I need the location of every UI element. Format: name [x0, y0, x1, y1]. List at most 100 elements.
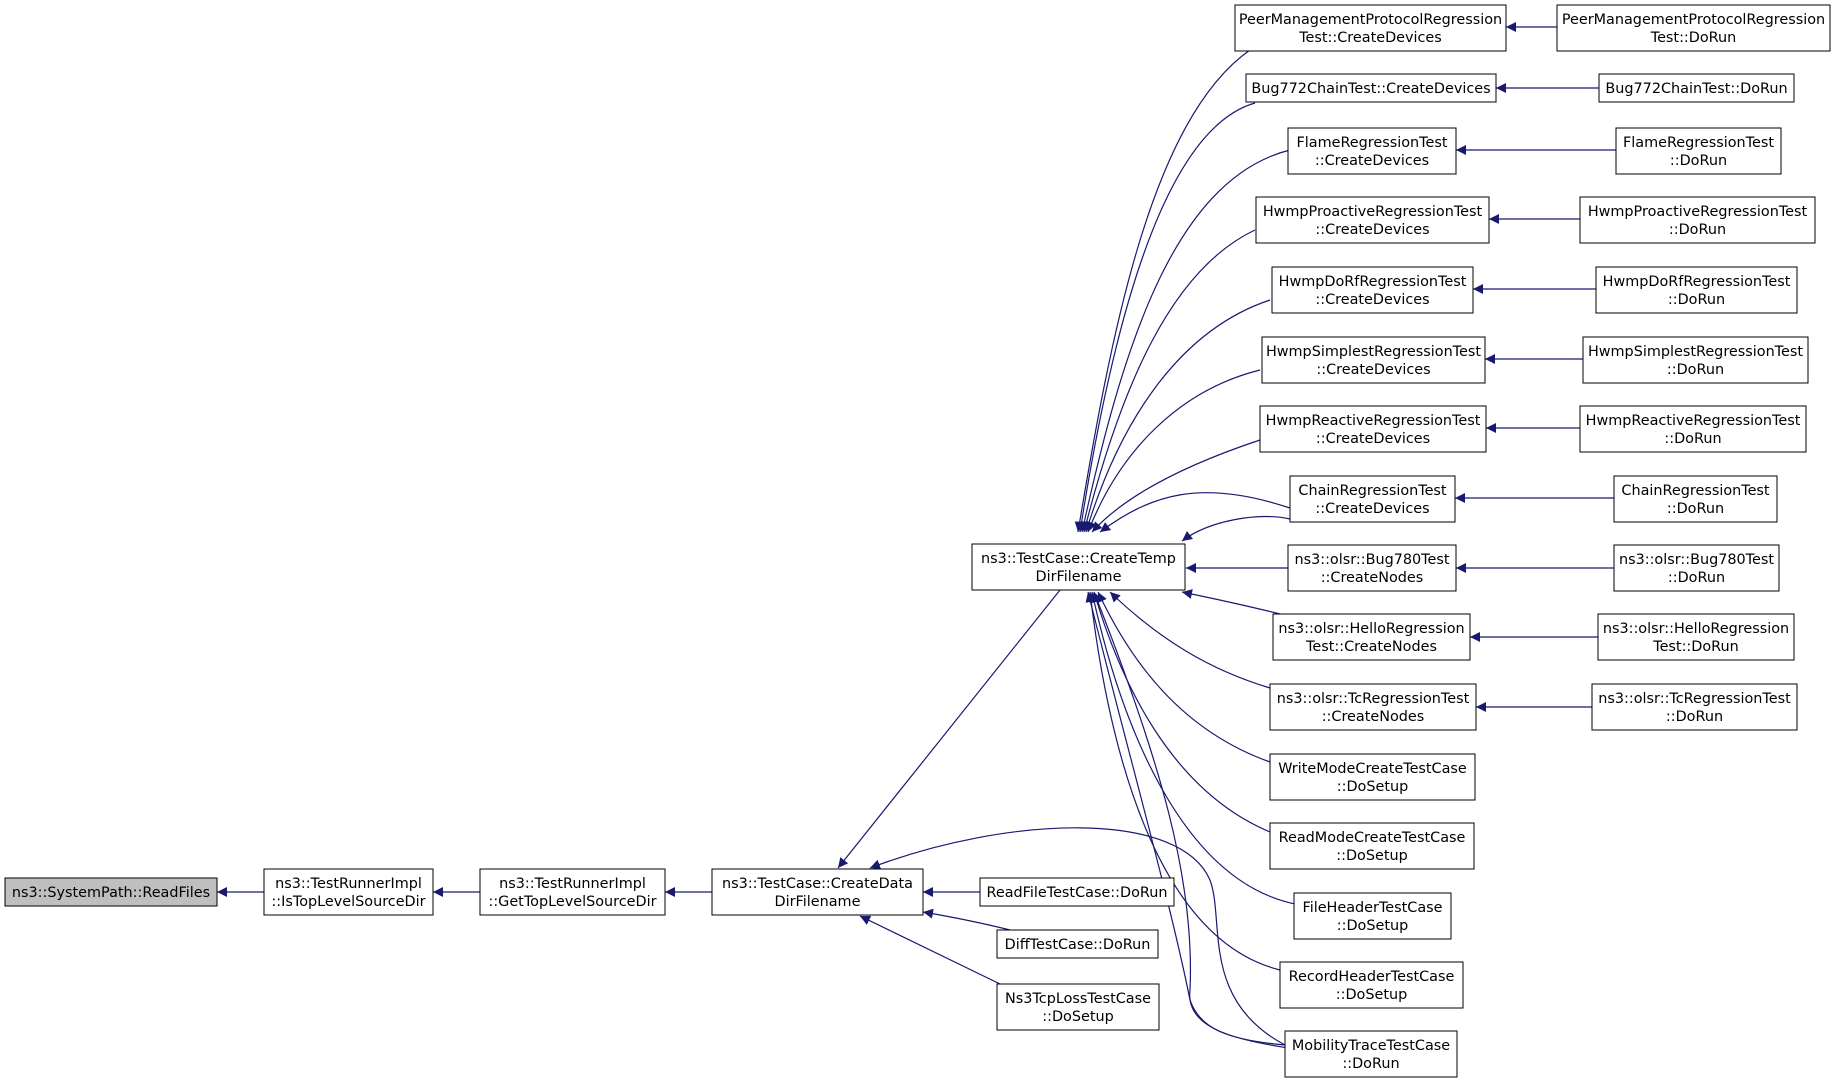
edge-readmode-to-createtemp [1092, 591, 1271, 833]
node-dorf-run[interactable]: HwmpDoRfRegressionTest ::DoRun [1595, 266, 1798, 314]
node-peer-cd[interactable]: PeerManagementProtocolRegression Test::C… [1234, 4, 1507, 52]
node-label-line1: HwmpSimplestRegressionTest [1266, 344, 1481, 360]
node-createtemp[interactable]: ns3::TestCase::CreateTemp DirFilename [971, 543, 1186, 591]
node-writemode[interactable]: WriteModeCreateTestCase ::DoSetup [1269, 753, 1476, 801]
node-simplest-cd[interactable]: HwmpSimplestRegressionTest ::CreateDevic… [1261, 336, 1486, 384]
node-reactive-cd[interactable]: HwmpReactiveRegressionTest ::CreateDevic… [1259, 405, 1487, 453]
node-dorf-cd[interactable]: HwmpDoRfRegressionTest ::CreateDevices [1271, 266, 1474, 314]
node-label-line2: ::CreateNodes [1322, 709, 1425, 725]
node-hello-cn[interactable]: ns3::olsr::HelloRegression Test::CreateN… [1272, 613, 1471, 661]
node-label-line2: ::CreateDevices [1315, 222, 1429, 238]
edge-dorf-cd-to-createtemp [1084, 299, 1271, 533]
node-label-line1: PeerManagementProtocolRegression [1562, 12, 1825, 28]
node-reactive-run[interactable]: HwmpReactiveRegressionTest ::DoRun [1579, 405, 1807, 453]
node-label-line1: PeerManagementProtocolRegression [1239, 12, 1502, 28]
node-proactive-cd[interactable]: HwmpProactiveRegressionTest ::CreateDevi… [1255, 196, 1490, 244]
node-label-line2: ::GetTopLevelSourceDir [488, 894, 656, 910]
edges [217, 22, 1616, 1049]
edge-chain-cd-to-createtemp [1099, 492, 1291, 533]
node-label-line2: ::DoRun [1668, 292, 1725, 308]
node-label-line2: Test::DoRun [1650, 30, 1737, 46]
node-label: ns3::SystemPath::ReadFiles [12, 885, 210, 901]
node-label-line1: HwmpReactiveRegressionTest [1266, 413, 1481, 429]
edge-peer-cd-to-createtemp [1074, 49, 1251, 533]
node-chain-run[interactable]: ChainRegressionTest ::DoRun [1613, 475, 1778, 523]
node-label-line2: ::DoRun [1667, 362, 1724, 378]
node-flame-run[interactable]: FlameRegressionTest ::DoRun [1615, 127, 1782, 175]
node-label-line2: ::CreateDevices [1315, 292, 1429, 308]
node-label-line1: ns3::TestRunnerImpl [499, 876, 646, 892]
node-label-line2: ::DoSetup [1337, 918, 1408, 934]
node-label: Bug772ChainTest::CreateDevices [1251, 81, 1490, 97]
node-diffdorun[interactable]: DiffTestCase::DoRun [996, 929, 1159, 959]
node-label-line1: HwmpProactiveRegressionTest [1588, 204, 1808, 220]
edge-flame-cd-to-createtemp [1079, 149, 1291, 533]
node-istoplevel[interactable]: ns3::TestRunnerImpl ::IsTopLevelSourceDi… [263, 868, 434, 916]
edge-bug780-cn-to-createtemp [1181, 515, 1291, 542]
node-label-line1: ChainRegressionTest [1621, 483, 1770, 499]
edge-simplest-cd-to-createtemp [1086, 369, 1261, 533]
edge-fileheader-to-createtemp [1089, 591, 1296, 905]
edge-proactive-cd-to-createtemp [1081, 229, 1256, 533]
node-chain-cd[interactable]: ChainRegressionTest ::CreateDevices [1289, 475, 1456, 523]
node-bug780-run[interactable]: ns3::olsr::Bug780Test ::DoRun [1613, 544, 1780, 592]
node-tc-cn[interactable]: ns3::olsr::TcRegressionTest ::CreateNode… [1269, 683, 1477, 731]
node-label-line1: MobilityTraceTestCase [1292, 1038, 1450, 1054]
node-label-line1: RecordHeaderTestCase [1289, 969, 1455, 985]
node-label-line2: ::DoRun [1669, 222, 1726, 238]
edge-mobility-to-createtemp-b [1093, 591, 1289, 1049]
node-proactive-run[interactable]: HwmpProactiveRegressionTest ::DoRun [1579, 196, 1816, 244]
edge-reactive-cd-to-createtemp [1091, 439, 1261, 533]
node-gettoplevel[interactable]: ns3::TestRunnerImpl ::GetTopLevelSourceD… [479, 868, 666, 916]
node-label: DiffTestCase::DoRun [1005, 937, 1151, 953]
node-label-line1: FlameRegressionTest [1296, 135, 1447, 151]
node-label-line1: HwmpDoRfRegressionTest [1279, 274, 1467, 290]
edge-recordheader-to-createtemp [1086, 591, 1281, 971]
node-label-line2: ::DoRun [1664, 431, 1721, 447]
node-recordheader[interactable]: RecordHeaderTestCase ::DoSetup [1279, 961, 1464, 1009]
node-label-line1: ns3::TestCase::CreateTemp [981, 551, 1176, 567]
edge-writemode-to-createtemp [1097, 591, 1271, 763]
node-createdata[interactable]: ns3::TestCase::CreateData DirFilename [711, 868, 924, 916]
node-label-line1: HwmpProactiveRegressionTest [1263, 204, 1483, 220]
node-peer-run[interactable]: PeerManagementProtocolRegression Test::D… [1556, 4, 1831, 52]
node-label-line2: Test::CreateDevices [1298, 30, 1442, 46]
node-bug772-run[interactable]: Bug772ChainTest::DoRun [1598, 73, 1795, 103]
node-tcploss[interactable]: Ns3TcpLossTestCase ::DoSetup [996, 983, 1160, 1031]
node-label-line1: ReadModeCreateTestCase [1279, 830, 1466, 846]
node-readfiles[interactable]: ns3::SystemPath::ReadFiles [4, 877, 218, 907]
node-label-line2: ::DoRun [1342, 1056, 1399, 1072]
node-readmode[interactable]: ReadModeCreateTestCase ::DoSetup [1269, 822, 1475, 870]
node-bug772-cd[interactable]: Bug772ChainTest::CreateDevices [1245, 73, 1497, 103]
node-label-line2: ::DoSetup [1042, 1009, 1113, 1025]
node-label-line1: WriteModeCreateTestCase [1278, 761, 1467, 777]
node-label-line1: ns3::TestCase::CreateData [722, 876, 913, 892]
node-label-line2: ::DoSetup [1336, 848, 1407, 864]
node-label-line2: ::CreateDevices [1315, 153, 1429, 169]
node-label-line1: ns3::olsr::HelloRegression [1278, 621, 1464, 637]
edge-tcploss-to-createdata [859, 915, 1001, 985]
node-label-line1: ns3::olsr::Bug780Test [1294, 552, 1449, 568]
edge-hello-cn-to-createtemp [1181, 589, 1281, 615]
node-tc-run[interactable]: ns3::olsr::TcRegressionTest ::DoRun [1591, 683, 1798, 731]
edge-createtemp-to-createdata [837, 589, 1061, 869]
node-label-line2: ::IsTopLevelSourceDir [271, 894, 425, 910]
node-label-line1: HwmpReactiveRegressionTest [1586, 413, 1801, 429]
node-label-line1: ChainRegressionTest [1298, 483, 1447, 499]
node-hello-run[interactable]: ns3::olsr::HelloRegression Test::DoRun [1597, 613, 1795, 661]
node-flame-cd[interactable]: FlameRegressionTest ::CreateDevices [1287, 127, 1457, 175]
edge-tc-cn-to-createtemp [1109, 591, 1271, 689]
node-label-line2: ::DoRun [1670, 153, 1727, 169]
node-label-line2: ::CreateNodes [1321, 570, 1424, 586]
node-label-line1: Ns3TcpLossTestCase [1005, 991, 1151, 1007]
node-label-line2: DirFilename [1036, 569, 1122, 585]
node-readfiledorun[interactable]: ReadFileTestCase::DoRun [979, 877, 1175, 907]
node-simplest-run[interactable]: HwmpSimplestRegressionTest ::DoRun [1582, 336, 1809, 384]
node-label-line2: ::DoSetup [1336, 987, 1407, 1003]
node-fileheader[interactable]: FileHeaderTestCase ::DoSetup [1293, 892, 1452, 940]
node-label-line1: HwmpDoRfRegressionTest [1603, 274, 1791, 290]
node-mobility[interactable]: MobilityTraceTestCase ::DoRun [1284, 1030, 1458, 1078]
node-bug780-cn[interactable]: ns3::olsr::Bug780Test ::CreateNodes [1287, 544, 1457, 592]
node-label-line2: ::DoRun [1668, 570, 1725, 586]
